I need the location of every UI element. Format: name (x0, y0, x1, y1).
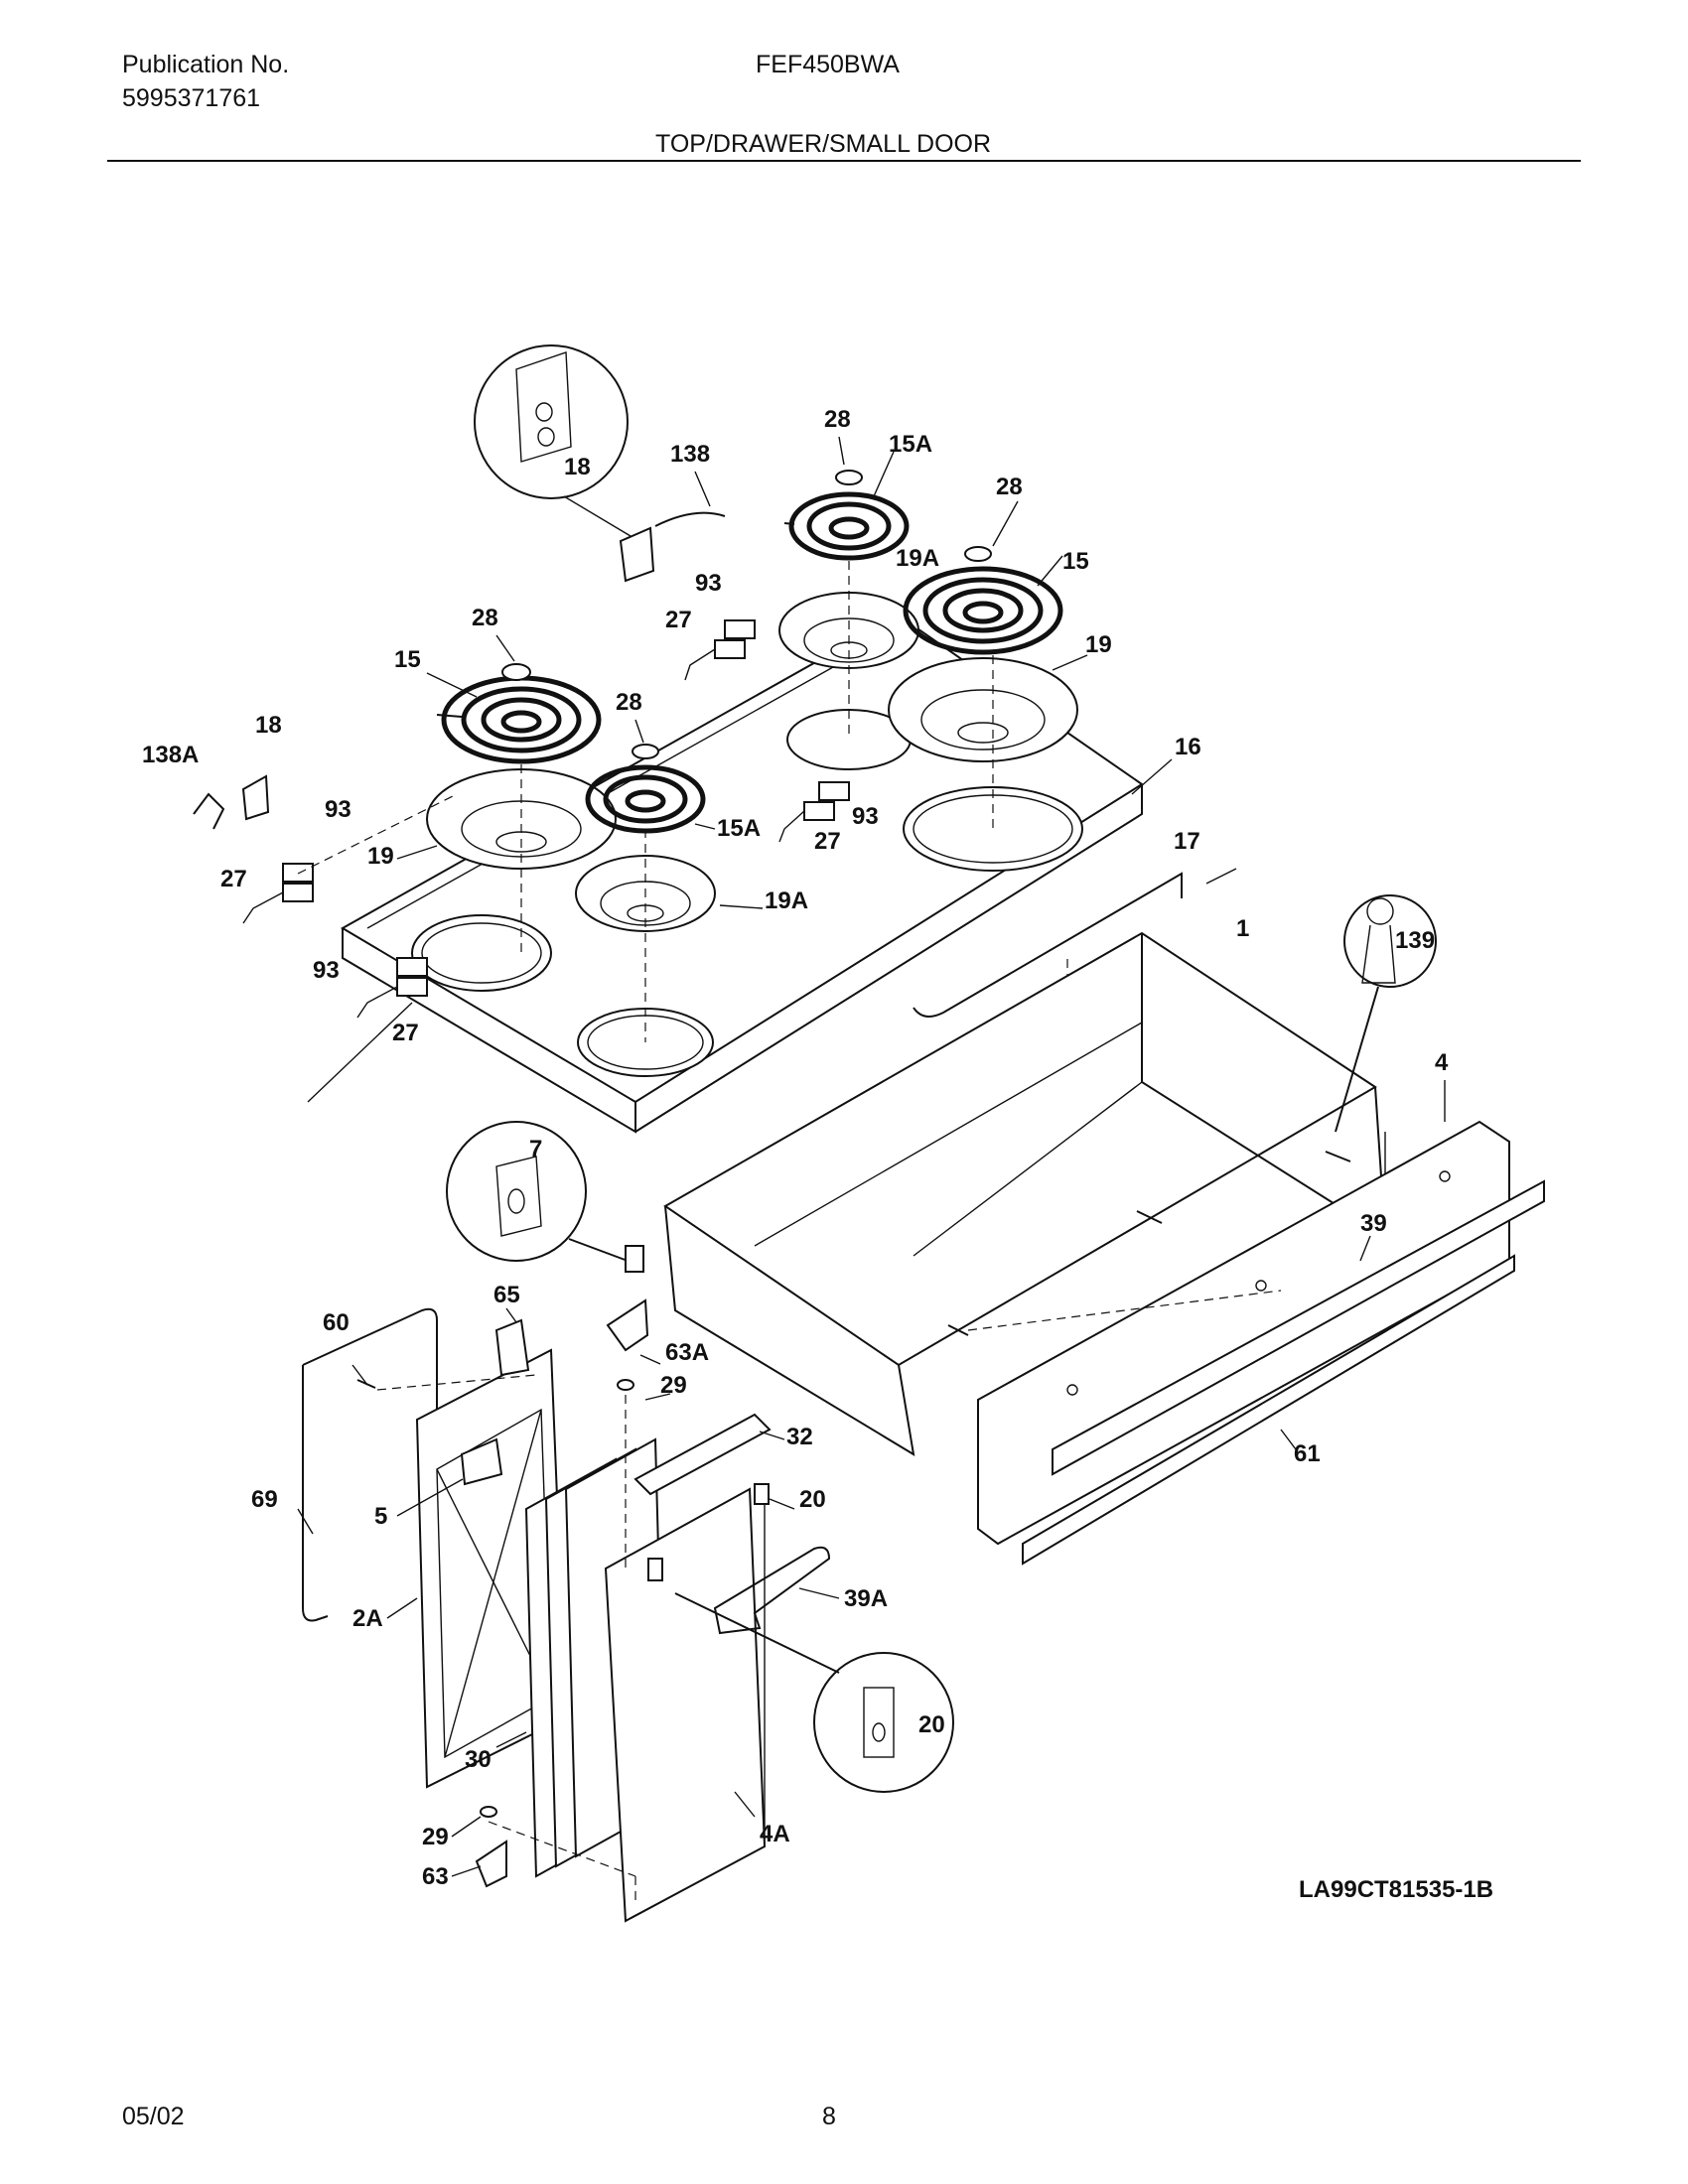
trim-cap-28-right (964, 546, 992, 562)
callout-17: 17 (1174, 828, 1200, 855)
magnet-20-side (754, 1483, 770, 1505)
callout-93-top: 93 (695, 570, 722, 597)
publication-label: Publication No. (122, 51, 290, 78)
callout-28-left: 28 (472, 605, 498, 631)
drawer-body (663, 931, 1387, 1456)
callout-19A-top: 19A (896, 545, 939, 572)
callout-39A: 39A (844, 1585, 888, 1612)
callout-93-left: 93 (325, 796, 352, 823)
bracket-18-left (241, 774, 270, 821)
callout-15A-top: 15A (889, 431, 932, 458)
trim-cap-28-top (835, 470, 863, 485)
callout-15-left: 15 (394, 646, 421, 673)
receptacle-block-left-lower (356, 957, 428, 1019)
hinge-63 (475, 1840, 507, 1888)
bracket-138A (193, 792, 225, 830)
callout-93-right: 93 (852, 803, 879, 830)
callout-15A-left: 15A (717, 815, 761, 842)
bracket-18-top (619, 526, 655, 583)
callout-19-right: 19 (1085, 631, 1112, 658)
callout-30: 30 (465, 1746, 492, 1773)
footer-date: 05/02 (122, 2103, 185, 2130)
detail-circle-18 (474, 344, 632, 537)
callout-19A-left: 19A (765, 887, 808, 914)
door-handle-39A (713, 1546, 831, 1635)
detail-circle-20 (674, 1592, 954, 1793)
callout-19-left: 19 (367, 843, 394, 870)
callout-27-left: 27 (220, 866, 247, 892)
callout-18-circle: 18 (564, 454, 591, 480)
callout-69: 69 (251, 1486, 278, 1513)
callout-29-bottom: 29 (422, 1824, 449, 1850)
callout-28-right: 28 (996, 474, 1023, 500)
publication-number: 5995371761 (122, 84, 261, 112)
callout-5: 5 (374, 1503, 387, 1530)
callout-63: 63 (422, 1863, 449, 1890)
callout-28-mid: 28 (616, 689, 642, 716)
surface-element-15A-right (783, 491, 910, 561)
callout-65: 65 (493, 1282, 520, 1308)
callout-93-bottom: 93 (313, 957, 340, 984)
callout-27-bottom: 27 (392, 1020, 419, 1046)
trim-cap-28-mid (632, 744, 659, 759)
callout-28-top: 28 (824, 406, 851, 433)
callout-139: 139 (1395, 927, 1435, 954)
receptacle-block-left-upper (242, 863, 314, 924)
detail-circle-7 (446, 1121, 629, 1262)
callout-39: 39 (1360, 1210, 1387, 1237)
callout-32: 32 (786, 1424, 813, 1450)
drawer-trim-61 (1022, 1254, 1515, 1566)
callout-15-right: 15 (1062, 548, 1089, 575)
hinge-63A (606, 1298, 649, 1352)
callout-7: 7 (529, 1136, 542, 1162)
callout-16: 16 (1175, 734, 1201, 760)
header-rule (107, 160, 1581, 162)
callout-63A: 63A (665, 1339, 709, 1366)
receptacle-block-top (684, 619, 756, 681)
callout-4A: 4A (760, 1821, 790, 1847)
door-channel-32 (633, 1413, 772, 1496)
pin-29-top (617, 1379, 634, 1391)
callout-20-side: 20 (799, 1486, 826, 1513)
drip-bowl-19-right (888, 657, 1078, 762)
callout-29-top: 29 (660, 1372, 687, 1399)
section-title: TOP/DRAWER/SMALL DOOR (655, 130, 992, 158)
surface-element-15-left (436, 675, 602, 764)
detail-circle-139 (1335, 894, 1437, 1133)
footer-page-number: 8 (822, 2103, 836, 2130)
callout-27-top: 27 (665, 607, 692, 633)
diagram-code: LA99CT81535-1B (1299, 1876, 1494, 1903)
callout-138: 138 (670, 441, 710, 468)
door-gasket-69 (302, 1307, 438, 1622)
receptacle-block-right (778, 781, 850, 843)
model-number: FEF450BWA (756, 51, 900, 78)
bracket-138 (654, 511, 726, 527)
leader-lines (297, 436, 1446, 1877)
callout-20-circle: 20 (918, 1711, 945, 1738)
callout-1: 1 (1236, 915, 1249, 942)
magnet-20-door (647, 1558, 663, 1581)
trim-cap-28-left (501, 663, 531, 681)
callout-4: 4 (1435, 1049, 1449, 1076)
callout-138A: 138A (142, 742, 199, 768)
rod-17 (913, 872, 1183, 1018)
bracket-65 (494, 1318, 530, 1377)
bracket-5 (460, 1437, 503, 1486)
callout-18-left: 18 (255, 712, 282, 739)
callout-27-right: 27 (814, 828, 841, 855)
callout-2A: 2A (352, 1605, 383, 1632)
callout-60: 60 (323, 1309, 350, 1336)
clip-7 (625, 1245, 644, 1273)
pin-29-bottom (480, 1806, 497, 1818)
surface-element-15-right (903, 566, 1063, 655)
callout-61: 61 (1294, 1440, 1321, 1467)
